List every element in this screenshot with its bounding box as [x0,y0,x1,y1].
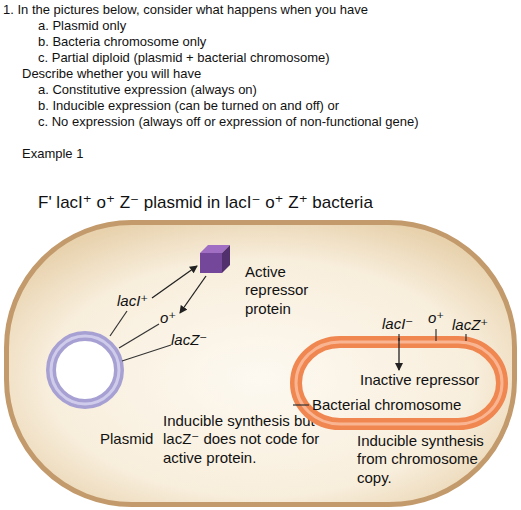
repressor-label: Active repressor protein [245,263,327,318]
gene-label: lacI⁻ [382,315,413,333]
cell-caption: Inducible synthesis but lacZ⁻ does not c… [163,412,331,467]
plasmid-ring: Plasmid [45,330,125,410]
binding-arrow [180,276,206,313]
figure-title: F' lacI⁺ o⁺ Z⁻ plasmid in lacI⁻ o⁺ Z⁺ ba… [38,193,373,214]
gene-label: lacZ⁺ [452,316,488,334]
question-item: a. Constitutive expression (always on) [38,82,257,98]
gene-tick [110,311,127,336]
gene-tick [122,345,171,361]
example-heading: Example 1 [22,146,83,162]
question-item: a. Plasmid only [38,18,126,34]
question-text: 1. In the pictures below, consider what … [3,2,368,18]
gene-tick [398,334,399,341]
question-item: b. Bacteria chromosome only [38,34,206,50]
gene-tick [465,334,466,341]
gene-label: lacZ⁻ [171,331,207,349]
synthesis-arrow [152,266,197,298]
question-item: c. Partial diploid (plasmid + bacterial … [38,50,330,66]
repressor-protein: Active repressor protein [200,245,230,273]
bacterial-cell: Inducible synthesis but lacZ⁻ does not c… [4,220,517,507]
gene-label: o⁺ [160,309,176,327]
cell-caption: Inducible synthesis from chromosome copy… [357,432,507,487]
plasmid-outline [45,330,125,410]
gene-tick [119,324,159,348]
question-text: Describe whether you will have [22,66,201,82]
repressor-state-label: Inactive repressor [360,371,479,389]
plasmid-label: Plasmid [100,430,153,448]
chromosome-label: Bacterial chromosome [312,396,461,414]
gene-label: lacI⁺ [117,292,148,310]
gene-label: o⁺ [428,309,444,327]
question-item: c. No expression (always off or expressi… [38,114,419,130]
leader-line [293,404,309,405]
gene-tick [435,329,436,341]
synthesis-arrow [398,338,399,370]
cube-outline [200,245,230,273]
question-item: b. Inducible expression (can be turned o… [38,98,339,114]
